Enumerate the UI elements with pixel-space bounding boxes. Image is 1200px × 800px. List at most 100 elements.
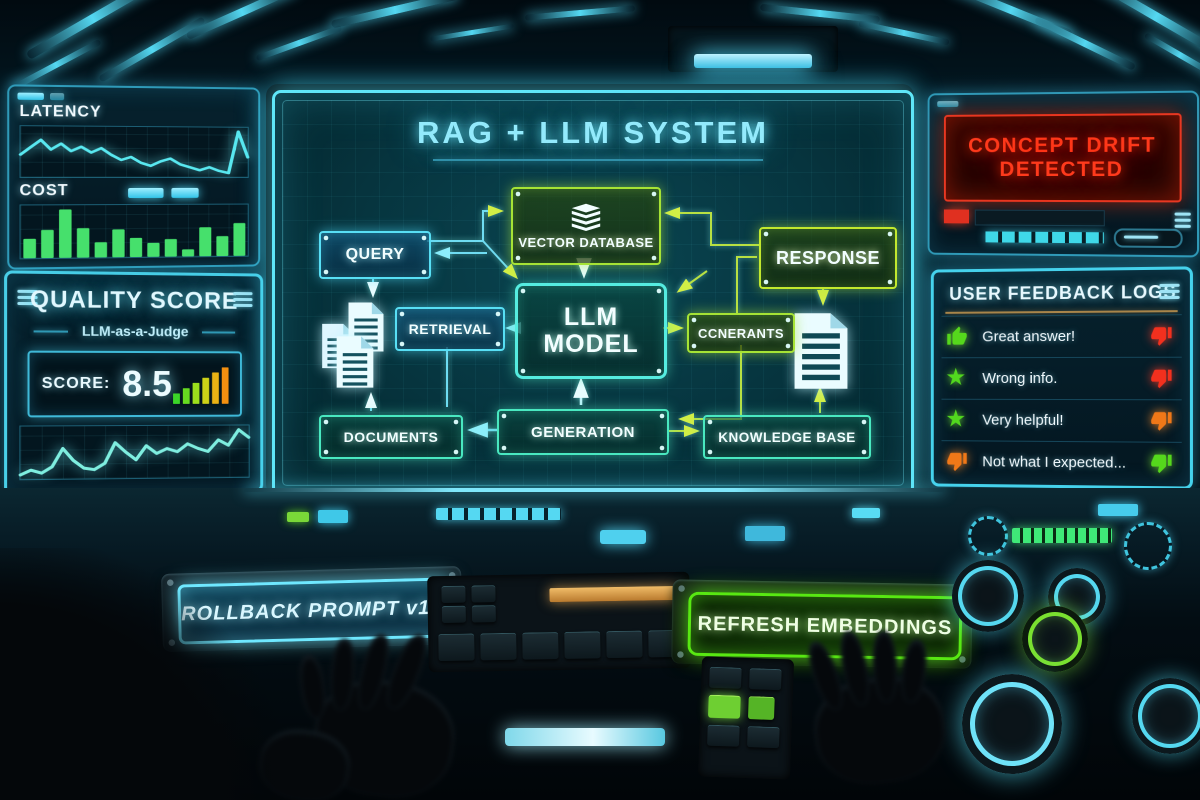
node-knowledge-base: KNOWLEDGE BASE [703,415,871,459]
node-documents: DOCUMENTS [319,415,463,459]
node-query: QUERY [319,231,431,279]
console-light [318,510,348,523]
operator-shoulder [0,548,280,800]
feedback-panel-title: USER FEEDBACK LOGS [949,281,1177,304]
latency-chart [20,125,249,179]
console-deck: ROLLBACK PROMPT v1.2 REFRESH EMBEDDINGS [0,488,1200,800]
diagram-title: RAG + LLM SYSTEM [417,115,769,150]
feedback-text: Not what I expected... [982,453,1127,472]
keypad-key[interactable] [564,631,601,659]
ceiling-lights [0,0,1200,92]
menu-icon[interactable] [1174,212,1191,228]
dial-indicator[interactable] [968,516,1008,556]
menu-icon[interactable] [233,292,253,308]
feedback-row[interactable]: Not what I expected... [941,440,1182,485]
thumb-down-red-icon[interactable] [1149,366,1175,390]
feedback-row[interactable]: ★ Very helpful! [941,398,1182,442]
keypad-key[interactable] [709,666,742,689]
alert-red-indicator [943,209,970,224]
panel-header-light [17,92,44,100]
dial-indicator[interactable] [1124,522,1172,570]
keypad-key[interactable] [441,605,466,624]
console-light [1098,504,1138,516]
thumb-down-green-icon[interactable] [1149,451,1175,476]
keypad-key[interactable] [707,724,740,747]
light-beam [1093,0,1200,56]
feedback-row[interactable]: Great answer! [941,314,1182,358]
light-beam [1034,16,1136,71]
score-value: 8.5 [122,362,172,405]
control-knob[interactable] [1132,678,1200,754]
light-beam [430,23,514,42]
light-beam [330,0,460,29]
touch-display-strip[interactable] [505,728,665,746]
star-green-icon[interactable]: ★ [945,363,967,391]
node-response: RESPONSE [759,227,897,289]
thumb-down-orange-icon[interactable] [1149,409,1175,433]
cost-legend-block [128,187,164,199]
quality-panel-title: QUALITY SCORE [30,285,239,315]
node-constraints: CCNERANTS [687,313,795,353]
feedback-text: Very helpful! [982,411,1064,430]
green-key[interactable] [707,694,741,719]
console-light [852,508,880,518]
light-beam [524,5,636,21]
star-green-icon[interactable]: ★ [945,405,967,432]
score-bars-chart [172,364,230,404]
keypad-key[interactable] [471,585,496,603]
divider [945,310,1178,314]
cost-label: COST [19,182,69,200]
score-box: SCORE: 8.5 [27,350,242,418]
green-key[interactable] [747,696,775,720]
panel-header-light [50,92,65,101]
quality-score-panel: QUALITY SCORE LLM-as-a-Judge SCORE: 8.5 [4,270,264,496]
menu-icon[interactable] [1159,283,1180,300]
ceiling-center-light [668,26,838,72]
database-layers-icon [571,203,601,231]
thumb-green-icon[interactable] [945,325,970,349]
cost-legend-block [171,187,199,198]
feedback-row[interactable]: ★ Wrong info. [941,356,1182,400]
light-beam [10,38,102,92]
feedback-text: Wrong info. [982,370,1058,387]
control-knob-large[interactable] [962,674,1062,774]
console-light [600,530,646,544]
control-knob[interactable] [952,560,1024,632]
metrics-panel: LATENCY COST [7,84,261,270]
thumb-down-orange-icon[interactable] [945,450,970,474]
alert-progress-track[interactable] [974,209,1105,227]
panel-header-light [937,100,959,108]
alert-slider[interactable] [1113,228,1183,249]
feedback-text: Great answer! [982,327,1076,346]
console-light [745,526,785,541]
left-hand [255,606,500,800]
node-llm-model: LLM MODEL [515,283,667,379]
amber-display-strip [549,585,678,603]
green-led-bar [1012,528,1112,543]
monitor-shelf-glow [244,488,944,492]
keypad-key[interactable] [522,632,559,660]
response-document-icon [787,307,855,399]
control-knob-green[interactable] [1022,606,1088,672]
latency-label: LATENCY [19,102,102,121]
keypad-key[interactable] [441,585,466,604]
keypad-key[interactable] [471,605,496,623]
alert-segment-bar [985,231,1104,244]
light-beam [255,24,343,62]
right-hand [773,617,981,799]
documents-stack-icon [319,299,411,401]
title-underline [433,159,763,161]
keypad-key[interactable] [746,726,780,749]
node-generation: GENERATION [497,409,669,455]
thumb-down-red-icon[interactable] [1149,324,1175,348]
node-retrieval: RETRIEVAL [395,307,505,351]
light-beam [858,20,950,46]
keypad-key[interactable] [606,630,643,659]
alert-line2: DETECTED [999,157,1124,182]
alert-panel: CONCEPT DRIFT DETECTED [927,90,1200,258]
quality-history-chart [19,424,249,481]
cost-chart [19,203,249,260]
diagram-arrows [365,205,829,438]
concept-drift-alert: CONCEPT DRIFT DETECTED [943,113,1182,203]
